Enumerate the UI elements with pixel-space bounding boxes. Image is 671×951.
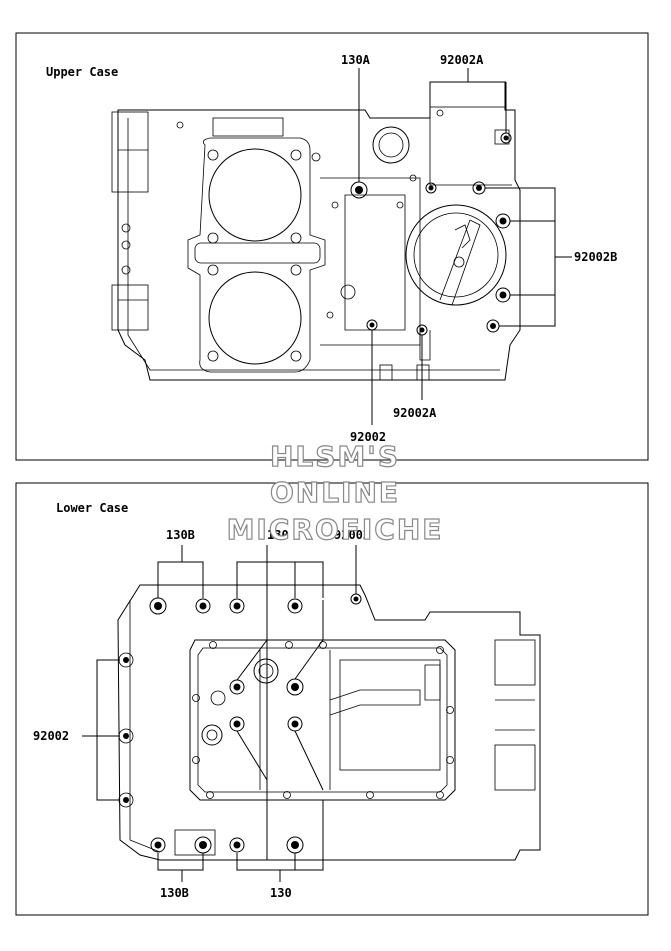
bolt-92002b-2: [495, 213, 511, 229]
bolt-130b-top-1: [149, 597, 167, 615]
upper-bolts: [350, 132, 512, 336]
bolt-92002b-1: [472, 181, 486, 195]
bolt-92002b-4: [486, 319, 500, 333]
bolt-92002-top: [350, 593, 362, 605]
callout-130a: 130A: [341, 53, 371, 67]
bolt-130-inner-2: [286, 678, 304, 696]
lower-case-panel: Lower Case: [15, 482, 649, 916]
bolt-130-inner-3: [229, 716, 245, 732]
watermark-line-3: MICROFICHE: [227, 513, 444, 546]
bolt-130b-bottom-2: [194, 836, 212, 854]
upper-case-title: Upper Case: [46, 65, 118, 79]
lower-bolts: [123, 593, 362, 854]
callout-130-top: 130: [267, 528, 289, 542]
callout-130b-bottom: 130B: [160, 886, 189, 900]
bolt-92002a-bottom: [416, 324, 428, 336]
bolt-92002-left-2: [123, 733, 129, 739]
callout-130-bottom: 130: [270, 886, 292, 900]
bolt-92002-left-3: [123, 797, 129, 803]
bolt-130-bottom-2: [286, 836, 304, 854]
callout-92002-upper: 92002: [350, 430, 386, 444]
upper-case-drawing: [111, 81, 521, 381]
watermark: HLSM'S ONLINE MICROFICHE: [226, 439, 444, 546]
lower-panel-frame: [15, 482, 649, 916]
bolt-130b-bottom-1: [150, 837, 166, 853]
bolt-upper-mid: [425, 182, 437, 194]
upper-leaders: [358, 68, 572, 425]
callout-92002-top: 92002: [334, 528, 370, 542]
bolt-130b-top-2: [195, 598, 211, 614]
bolt-130a: [350, 181, 368, 199]
callout-92002-left: 92002: [33, 729, 69, 743]
lower-case-drawing: [117, 584, 541, 861]
lower-leaders: [82, 545, 357, 882]
bolt-130-inner-1: [229, 679, 245, 695]
bolt-92002b-3: [495, 287, 511, 303]
upper-case-panel: Upper Case: [15, 32, 649, 461]
watermark-line-2: ONLINE: [270, 476, 400, 509]
bolt-130-bottom-1: [229, 837, 245, 853]
upper-panel-frame: [15, 32, 649, 461]
callout-92002b: 92002B: [574, 250, 617, 264]
bolt-130-inner-4: [287, 716, 303, 732]
bolt-92002-bottom: [366, 319, 378, 331]
bolt-92002-left-1: [123, 657, 129, 663]
callout-92002a-bottom: 92002A: [393, 406, 437, 420]
bolt-130-top-1: [229, 598, 245, 614]
lower-case-title: Lower Case: [56, 501, 128, 515]
callout-130b-top: 130B: [166, 528, 195, 542]
bolt-130-top-2: [287, 598, 303, 614]
callout-92002a-top: 92002A: [440, 53, 484, 67]
bolt-92002a-top: [500, 132, 512, 144]
watermark-line-1: HLSM'S: [270, 440, 400, 473]
